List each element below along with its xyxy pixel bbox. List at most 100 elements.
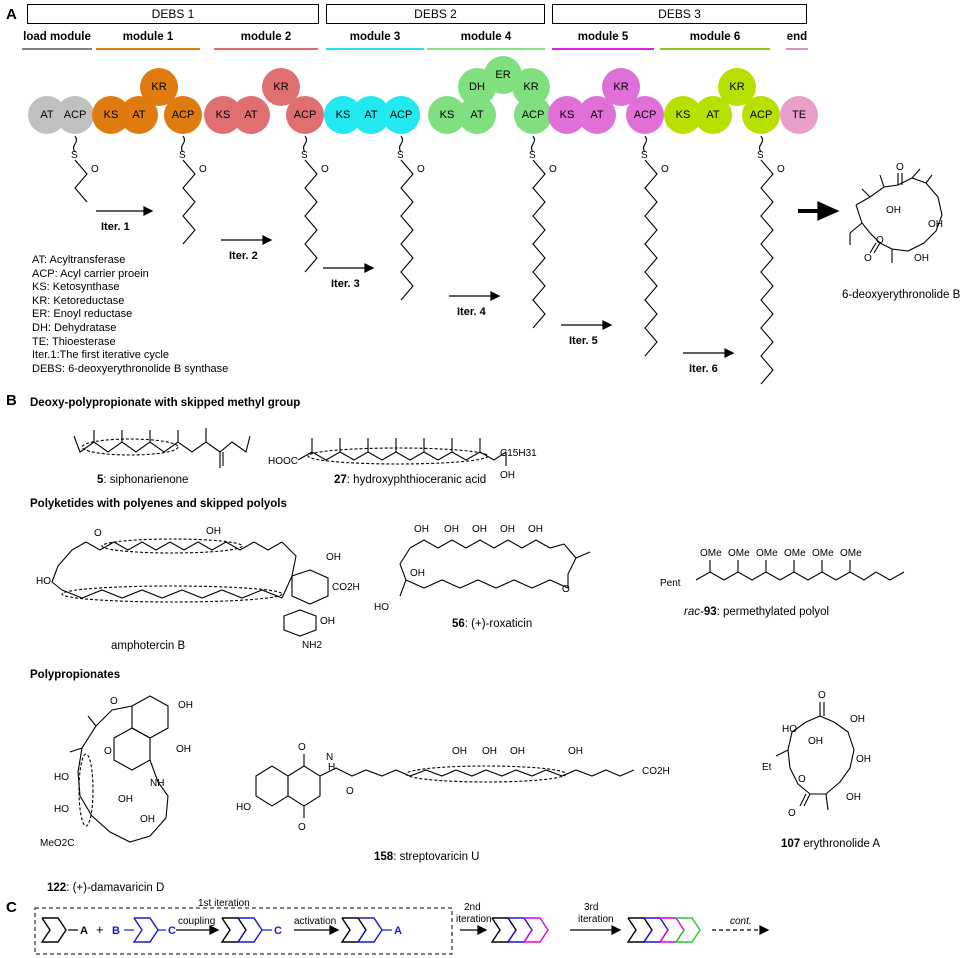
module-label-3: module 2 xyxy=(240,31,292,43)
roxa-oh-label-5: OH xyxy=(528,524,543,535)
compound-5-number: 5 xyxy=(97,474,104,486)
group-b-label: B xyxy=(112,925,120,937)
iter-3-label: Iter. 3 xyxy=(331,278,360,290)
panel-c-scheme: A + B C C A 1st iteration coupling activ… xyxy=(34,898,770,955)
domain-ks-m6: KS xyxy=(664,96,702,134)
product-oh-label-1: OH xyxy=(886,205,901,216)
roxa-oh-label-6: OH xyxy=(410,568,425,579)
ery-oh-label-4: OH xyxy=(846,792,861,803)
ery-oh-label-3: OH xyxy=(856,754,871,765)
dama-oh-label-4: OH xyxy=(140,814,155,825)
product-oh-label-3: OH xyxy=(914,253,929,264)
compound-107-name: erythronolide A xyxy=(800,838,881,850)
compound-158-number: 158 xyxy=(374,851,394,863)
acyl-chain-1 xyxy=(72,135,88,203)
debs1-box: DEBS 1 xyxy=(27,4,319,24)
module-bar-2 xyxy=(96,48,200,50)
iter-4-label: Iter. 4 xyxy=(457,306,486,318)
dama-ho-label-2: HO xyxy=(54,804,69,815)
strep-o-label-2: O xyxy=(298,822,306,833)
thioester-o-label-1: O xyxy=(91,164,99,175)
roxa-o-label: O xyxy=(562,584,570,595)
compound-93-number: 93 xyxy=(703,606,717,618)
panel-a-letter: A xyxy=(6,6,17,23)
amphotericin-name: amphotercin B xyxy=(111,640,186,652)
ome-label-3: OMe xyxy=(756,548,778,559)
compound-122-number: 122 xyxy=(47,882,67,894)
section-deoxy-polypropionate: Deoxy-polypropionate with skipped methyl… xyxy=(30,397,301,409)
ery-carbonyl-o-label: O xyxy=(788,808,796,819)
dama-nh-label: NH xyxy=(150,778,164,789)
dama-oh-label-3: OH xyxy=(118,794,133,805)
caption-amphotericin: amphotercin B xyxy=(111,640,185,652)
strep-h-label: H xyxy=(328,762,335,773)
section-polypropionates: Polypropionates xyxy=(30,669,121,681)
thioester-s-label-5: S xyxy=(529,150,536,161)
streptovaricin-structure: O O HO N H O OH OH OH OH CO2H xyxy=(236,742,670,833)
second-iteration-label-2: iteration xyxy=(456,914,492,925)
product-o-label: O xyxy=(896,162,904,173)
plus-sign: + xyxy=(96,922,104,937)
domain-acp-m5: ACP xyxy=(626,96,664,134)
thioester-s-label-6: S xyxy=(641,150,648,161)
amphotericin-structure: HO O OH OH CO2H OH NH2 xyxy=(36,526,360,651)
module-label-8: end xyxy=(786,31,808,43)
domain-te-te: TE xyxy=(780,96,818,134)
module-label-1: load module xyxy=(23,31,91,43)
domain-acp-m4: ACP xyxy=(514,96,552,134)
pent-label: Pent xyxy=(660,578,681,589)
iter-5-label: Iter. 5 xyxy=(569,335,598,347)
ampho-co2h-label: CO2H xyxy=(332,582,360,593)
thioester-s-label-3: S xyxy=(301,150,308,161)
caption-erythronolide: 107 erythronolide A xyxy=(781,838,880,850)
ampho-nh2-label: NH2 xyxy=(302,640,322,651)
module-label-6: module 5 xyxy=(577,31,629,43)
domain-at-m5: AT xyxy=(578,96,616,134)
acyl-chain-5 xyxy=(530,135,546,329)
compound-27-name: : hydroxyphthioceranic acid xyxy=(346,474,487,486)
section-polyenes-polyols: Polyketides with polyenes and skipped po… xyxy=(30,498,287,510)
ampho-o-label: O xyxy=(94,528,102,539)
group-c-label-2: C xyxy=(274,925,282,937)
dama-meo2c-label: MeO2C xyxy=(40,838,74,849)
product-oh-label-2: OH xyxy=(928,219,943,230)
compound-56-number: 56 xyxy=(452,618,465,630)
module-label-2: module 1 xyxy=(122,31,174,43)
compound-158-name: : streptovaricin U xyxy=(393,851,480,863)
thioester-o-label-3: O xyxy=(321,164,329,175)
ampho-oh-label-1: OH xyxy=(206,526,221,537)
hooc-label: HOOC xyxy=(268,456,298,467)
domain-ks-m5: KS xyxy=(548,96,586,134)
module-bar-3 xyxy=(214,48,318,50)
domain-at-m2: AT xyxy=(232,96,270,134)
iter-1-label: Iter. 1 xyxy=(101,221,130,233)
roxa-oh-label-1: OH xyxy=(414,524,429,535)
thioester-s-label-2: S xyxy=(179,150,186,161)
caption-polyol: rac-93: permethylated polyol xyxy=(684,606,829,618)
ampho-ho-label: HO xyxy=(36,576,51,587)
compound-107-number: 107 xyxy=(781,838,801,850)
compound-93-name: : permethylated polyol xyxy=(716,606,830,618)
group-a-label-1: A xyxy=(80,925,88,937)
ery-oh-label-2: OH xyxy=(808,736,823,747)
domain-at-m1: AT xyxy=(120,96,158,134)
strep-n-label: N xyxy=(326,752,333,763)
thioester-o-label-7: O xyxy=(777,164,785,175)
panel-b-letter: B xyxy=(6,392,17,409)
roxa-oh-label-4: OH xyxy=(500,524,515,535)
activation-label: activation xyxy=(294,916,336,927)
roxa-oh-label-3: OH xyxy=(472,524,487,535)
legend-line-6: DH: Dehydratase xyxy=(32,321,117,334)
caption-siphonarienone: 5: siphonarienone xyxy=(97,474,188,486)
thioester-o-label-6: O xyxy=(661,164,669,175)
coupling-label: coupling xyxy=(178,916,215,927)
module-bar-6 xyxy=(552,48,654,50)
erythronolide-structure: O OH HO OH OH Et O O OH xyxy=(762,690,871,819)
ome-label-1: OMe xyxy=(700,548,722,559)
roxa-ho-label: HO xyxy=(374,602,389,613)
domain-acp-m1: ACP xyxy=(164,96,202,134)
legend-line-8: Iter.1:The first iterative cycle xyxy=(32,349,169,362)
domain-acp-m3: ACP xyxy=(382,96,420,134)
